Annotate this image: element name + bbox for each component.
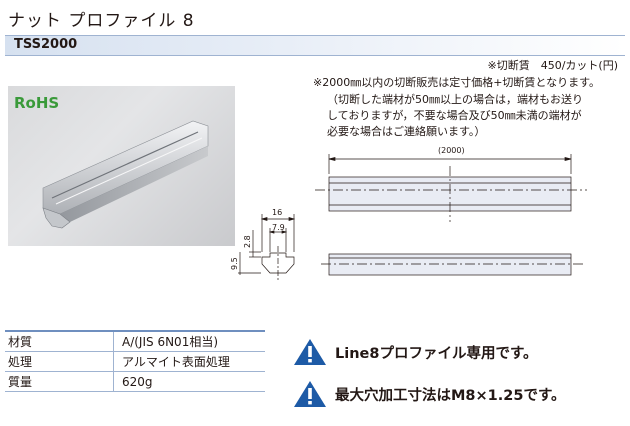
- warning-icon: [294, 381, 326, 407]
- spec-label: 処理: [5, 351, 114, 372]
- spec-value: 620g: [113, 371, 265, 392]
- dimension-drawing: (2000) 16 7.9 2.8 9.5: [230, 146, 587, 280]
- table-row: 質量 620g: [5, 371, 265, 392]
- spec-label: 材質: [5, 330, 114, 352]
- width-dimension: 16: [272, 208, 282, 217]
- spec-label: 質量: [5, 371, 114, 392]
- table-row: 材質 A/(JIS 6N01相当): [5, 330, 265, 352]
- model-number: TSS2000: [14, 37, 78, 52]
- offcut-note-line: （切断した端材が50㎜以上の場合は，端材もお送り: [327, 93, 583, 106]
- spec-value: A/(JIS 6N01相当): [113, 330, 265, 352]
- product-photo: RoHS: [8, 86, 235, 246]
- offcut-note: （切断した端材が50㎜以上の場合は，端材もお送り しておりますが，不要な場合及び…: [327, 92, 583, 140]
- page-title: ナット プロファイル 8: [8, 11, 195, 31]
- table-row: 処理 アルマイト表面処理: [5, 351, 265, 372]
- length-dimension: (2000): [438, 146, 465, 155]
- offcut-note-line: しておりますが，不要な場合及び50㎜未満の端材が: [327, 109, 582, 122]
- profile-illustration: [42, 120, 209, 229]
- warning-text: Line8プロファイル専用です。: [335, 345, 538, 362]
- warning-text: 最大穴加工寸法はM8×1.25です。: [335, 387, 566, 404]
- rohs-badge: RoHS: [14, 94, 60, 112]
- top-height-dimension: 2.8: [243, 235, 252, 248]
- spec-value: アルマイト表面処理: [113, 351, 265, 372]
- inner-width-dimension: 7.9: [272, 223, 285, 232]
- warning-icon: [294, 339, 326, 365]
- model-header-band: TSS2000: [5, 35, 625, 56]
- cut-sales-note: ※2000㎜以内の切断販売は定寸価格+切断賃となります。: [313, 76, 600, 89]
- warning-line8-only: Line8プロファイル専用です。: [293, 338, 538, 366]
- spec-table: 材質 A/(JIS 6N01相当) 処理 アルマイト表面処理 質量 620g: [5, 330, 265, 392]
- cut-fee-note: ※切断賃 450/カット(円): [487, 59, 618, 72]
- warning-max-hole: 最大穴加工寸法はM8×1.25です。: [293, 380, 566, 408]
- offcut-note-line: 必要な場合はご連絡願います。）: [327, 125, 486, 138]
- height-dimension: 9.5: [230, 257, 239, 270]
